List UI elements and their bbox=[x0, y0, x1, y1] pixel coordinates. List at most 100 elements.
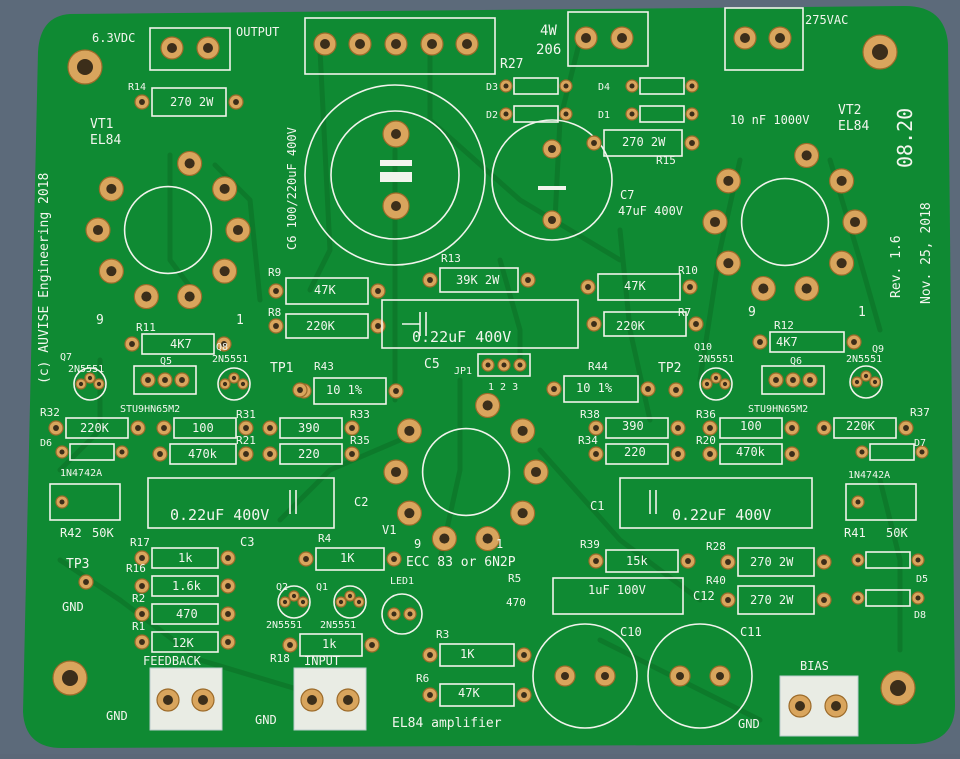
label-r44-value: 10 1% bbox=[576, 381, 613, 395]
label-r9-value: 47K bbox=[314, 283, 336, 297]
drill-hole bbox=[59, 499, 65, 505]
label-c5: C5 bbox=[424, 357, 440, 372]
drill-hole bbox=[673, 387, 679, 393]
drill-hole bbox=[723, 175, 734, 186]
drill-hole bbox=[629, 83, 635, 89]
drill-hole bbox=[485, 362, 491, 368]
resistor-footprints bbox=[48, 87, 914, 707]
label-v1-pin9: 9 bbox=[414, 537, 421, 551]
label-r35: R35 bbox=[350, 434, 370, 447]
label-r33-value: 390 bbox=[298, 421, 320, 435]
drill-hole bbox=[349, 425, 355, 431]
transistor-footprints bbox=[49, 77, 929, 635]
drill-hole bbox=[713, 375, 719, 381]
label-c2-value: 0.22uF 400V bbox=[170, 506, 269, 524]
label-d3: D3 bbox=[486, 82, 498, 93]
label-r28: R28 bbox=[706, 540, 726, 553]
drill-hole bbox=[231, 375, 237, 381]
drill-hole bbox=[219, 266, 230, 277]
label-r7: R7 bbox=[678, 306, 691, 319]
drill-hole bbox=[855, 499, 861, 505]
diode-outline bbox=[639, 105, 685, 123]
drill-hole bbox=[139, 583, 145, 589]
diode-outline bbox=[513, 105, 559, 123]
label-bias: BIAS bbox=[800, 659, 829, 673]
label-r43-value: 10 1% bbox=[326, 383, 363, 397]
label-d6-part: 1N4742A bbox=[60, 468, 102, 479]
silkscreen-labels: 6.3VDC OUTPUT 275VAC FEEDBACK INPUT BIAS… bbox=[37, 13, 934, 731]
label-r32-value: 220K bbox=[80, 421, 110, 435]
drill-hole bbox=[106, 266, 117, 277]
resistor-outline bbox=[313, 377, 387, 405]
drill-hole bbox=[282, 599, 288, 605]
drill-hole bbox=[135, 425, 141, 431]
label-r1-value: 12K bbox=[172, 636, 194, 650]
drill-hole bbox=[92, 224, 104, 236]
label-r12: R12 bbox=[774, 319, 794, 332]
label-r28-value: 270 2W bbox=[750, 555, 794, 569]
drill-hole bbox=[184, 291, 195, 302]
label-r14: R14 bbox=[128, 82, 146, 93]
label-q2: Q2 bbox=[276, 582, 288, 593]
label-date: Nov. 25, 2018 bbox=[919, 202, 934, 304]
drill-hole bbox=[675, 425, 681, 431]
label-mains: 275VAC bbox=[805, 13, 848, 27]
drill-hole bbox=[849, 216, 861, 228]
label-r21-value: 470k bbox=[188, 447, 218, 461]
drill-hole bbox=[521, 652, 527, 658]
label-r11-value: 4K7 bbox=[170, 337, 192, 351]
drill-hole bbox=[391, 556, 397, 562]
label-r13: R13 bbox=[441, 252, 461, 265]
drill-hole bbox=[161, 425, 167, 431]
label-tp2: TP2 bbox=[658, 361, 681, 376]
label-r42: R42 bbox=[60, 526, 82, 540]
drill-hole bbox=[773, 377, 779, 383]
label-r14-value: 270 2W bbox=[170, 95, 214, 109]
c10-outline bbox=[532, 623, 638, 729]
drill-hole bbox=[297, 387, 303, 393]
label-r10: R10 bbox=[678, 264, 698, 277]
label-r9: R9 bbox=[268, 266, 281, 279]
label-r20: R20 bbox=[696, 434, 716, 447]
drill-hole bbox=[221, 341, 227, 347]
diode-outline bbox=[869, 443, 915, 461]
label-c12-value: 1uF 100V bbox=[588, 583, 646, 597]
label-r4-value: 1K bbox=[340, 551, 355, 565]
c6-outline bbox=[304, 84, 486, 266]
jumper-outline bbox=[477, 353, 531, 377]
drill-hole bbox=[530, 466, 542, 478]
label-q6-part: STU9HN65M2 bbox=[748, 404, 808, 415]
label-d5: D5 bbox=[916, 574, 928, 585]
resistor-outline bbox=[285, 313, 369, 339]
resistor-outline bbox=[737, 547, 815, 577]
label-r37-value: 220K bbox=[846, 419, 876, 433]
drill-hole bbox=[689, 111, 695, 117]
socket-outline bbox=[123, 185, 213, 275]
drill-hole bbox=[53, 425, 59, 431]
to92-outline bbox=[217, 367, 251, 401]
resistor-outline bbox=[299, 633, 363, 657]
resistor-outline bbox=[605, 549, 679, 573]
drill-hole bbox=[859, 449, 865, 455]
resistor-outline bbox=[769, 331, 845, 353]
resistor-outline bbox=[719, 443, 783, 465]
label-c8-rating: 4W bbox=[540, 23, 557, 39]
resistor-outline bbox=[151, 87, 227, 117]
label-r27: R27 bbox=[500, 57, 523, 72]
resistor-outline bbox=[439, 267, 519, 293]
drill-hole bbox=[129, 341, 135, 347]
label-title: EL84 amplifier bbox=[392, 716, 502, 731]
input-connector bbox=[293, 667, 367, 731]
drill-hole bbox=[391, 611, 397, 617]
label-q9: Q9 bbox=[872, 344, 884, 355]
label-tp3: TP3 bbox=[66, 557, 89, 572]
label-r15-value: 270 2W bbox=[622, 135, 666, 149]
socket-outline bbox=[421, 427, 511, 517]
label-vt2-type: EL84 bbox=[838, 119, 869, 134]
drill-hole bbox=[139, 611, 145, 617]
label-r10-value: 47K bbox=[624, 279, 646, 293]
label-q1-part: 2N5551 bbox=[320, 620, 356, 631]
label-heater: 6.3VDC bbox=[92, 31, 135, 45]
c7-outline bbox=[491, 119, 613, 241]
drill-hole bbox=[725, 597, 731, 603]
